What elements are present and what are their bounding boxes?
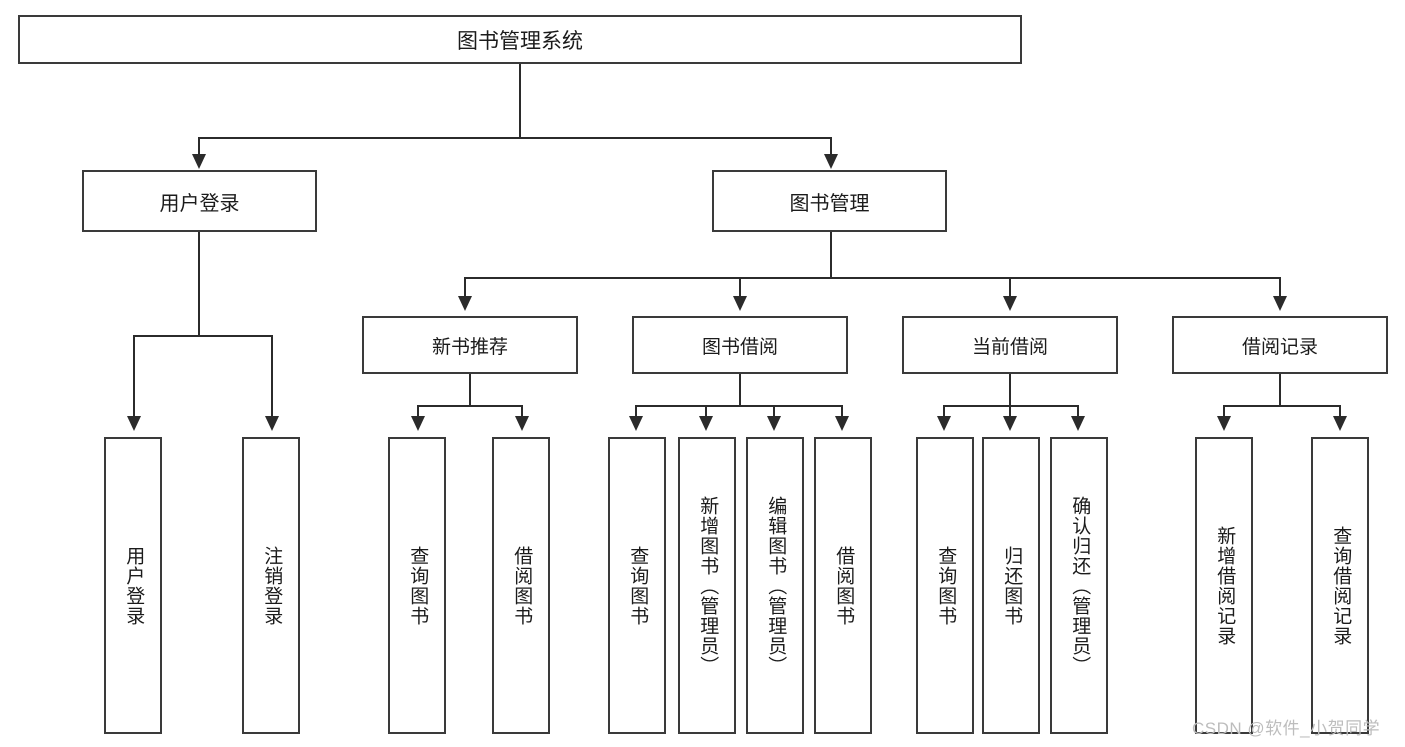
node-label: 借阅记录 [1241,336,1318,358]
leaf-label: 查询借阅记录 [1330,525,1352,646]
arrow-bb-leaf-2 [699,416,713,431]
leaf-label: 查询图书 [627,545,649,626]
node-label: 用户登录 [159,192,240,215]
arrow-bb-leaf-4 [835,416,849,431]
leaf-label: 归还图书 [1001,545,1023,626]
edge-drop-cb-leaf-2 [1009,405,1011,417]
edge-current-borrow-stem [1009,374,1011,406]
edge-drop-book-borrow [739,277,741,297]
arrow-book-borrow [733,296,747,311]
arrow-current-borrow [1003,296,1017,311]
leaf-label: 借阅图书 [511,545,533,626]
leaf-label: 编辑图书（管理员） [765,495,787,676]
leaf-label: 查询图书 [935,545,957,626]
edge-borrow-record-stem [1279,374,1281,406]
edge-book-manage-stem [830,232,832,278]
node-label: 图书管理 [789,192,870,215]
leaf-user-login[interactable]: 用户登录 [104,437,162,734]
arrow-book-manage [824,154,838,169]
arrow-nb-leaf-2 [515,416,529,431]
edge-new-book-stem [469,374,471,406]
node-current-borrow[interactable]: 当前借阅 [902,316,1118,374]
edge-book-borrow-bus [635,405,843,407]
edge-drop-cb-leaf-3 [1077,405,1079,417]
node-book-management[interactable]: 图书管理 [712,170,947,232]
edge-root-bus [198,137,832,139]
arrow-cb-leaf-2 [1003,416,1017,431]
node-new-book-recommend[interactable]: 新书推荐 [362,316,578,374]
node-root-system[interactable]: 图书管理系统 [18,15,1022,64]
leaf-confirm-return-admin[interactable]: 确认归还（管理员） [1050,437,1108,734]
leaf-label: 查询图书 [407,545,429,626]
arrow-new-book [458,296,472,311]
node-book-borrow[interactable]: 图书借阅 [632,316,848,374]
edge-book-borrow-stem [739,374,741,406]
edge-drop-leaf-logout [271,335,273,417]
arrow-leaf-user-login [127,416,141,431]
arrow-br-leaf-2 [1333,416,1347,431]
leaf-label: 确认归还（管理员） [1069,495,1091,676]
leaf-add-book-admin[interactable]: 新增图书（管理员） [678,437,736,734]
leaf-query-book-newbook[interactable]: 查询图书 [388,437,446,734]
edge-drop-br-leaf-1 [1223,405,1225,417]
edge-drop-new-book [464,277,466,297]
edge-drop-bb-leaf-4 [841,405,843,417]
edge-drop-bb-leaf-3 [773,405,775,417]
node-label: 图书借阅 [701,336,778,358]
edge-drop-br-leaf-2 [1339,405,1341,417]
leaf-query-borrow-record[interactable]: 查询借阅记录 [1311,437,1369,734]
node-label: 当前借阅 [971,336,1048,358]
leaf-query-book-current[interactable]: 查询图书 [916,437,974,734]
edge-drop-nb-leaf-1 [417,405,419,417]
edge-drop-current-borrow [1009,277,1011,297]
arrow-leaf-logout [265,416,279,431]
edge-drop-leaf-user-login [133,335,135,417]
node-label: 新书推荐 [431,336,508,358]
edge-drop-bb-leaf-2 [705,405,707,417]
leaf-borrow-book[interactable]: 借阅图书 [814,437,872,734]
edge-root-stem [519,64,521,138]
edge-borrow-record-bus [1223,405,1341,407]
leaf-label: 新增借阅记录 [1214,525,1236,646]
node-user-login[interactable]: 用户登录 [82,170,317,232]
edge-level3-bus [464,277,1280,279]
edge-user-login-bus [133,335,273,337]
leaf-borrow-book-newbook[interactable]: 借阅图书 [492,437,550,734]
leaf-label: 注销登录 [261,545,283,626]
edge-user-login-stem [198,232,200,336]
leaf-query-book-borrow[interactable]: 查询图书 [608,437,666,734]
leaf-logout[interactable]: 注销登录 [242,437,300,734]
edge-new-book-bus [417,405,523,407]
node-label: 图书管理系统 [457,29,583,53]
leaf-label: 借阅图书 [833,545,855,626]
arrow-cb-leaf-1 [937,416,951,431]
leaf-return-book[interactable]: 归还图书 [982,437,1040,734]
leaf-add-borrow-record[interactable]: 新增借阅记录 [1195,437,1253,734]
edge-drop-borrow-record [1279,277,1281,297]
arrow-bb-leaf-3 [767,416,781,431]
edge-drop-cb-leaf-1 [943,405,945,417]
leaf-label: 用户登录 [123,545,145,626]
leaf-edit-book-admin[interactable]: 编辑图书（管理员） [746,437,804,734]
arrow-nb-leaf-1 [411,416,425,431]
csdn-watermark: CSDN @软件_小贺同学 [1192,719,1381,738]
edge-drop-nb-leaf-2 [521,405,523,417]
edge-drop-bb-leaf-1 [635,405,637,417]
arrow-cb-leaf-3 [1071,416,1085,431]
arrow-borrow-record [1273,296,1287,311]
edge-drop-user-login [198,137,200,155]
node-borrow-record[interactable]: 借阅记录 [1172,316,1388,374]
arrow-user-login [192,154,206,169]
arrow-bb-leaf-1 [629,416,643,431]
edge-drop-book-manage [830,137,832,155]
leaf-label: 新增图书（管理员） [697,495,719,676]
arrow-br-leaf-1 [1217,416,1231,431]
